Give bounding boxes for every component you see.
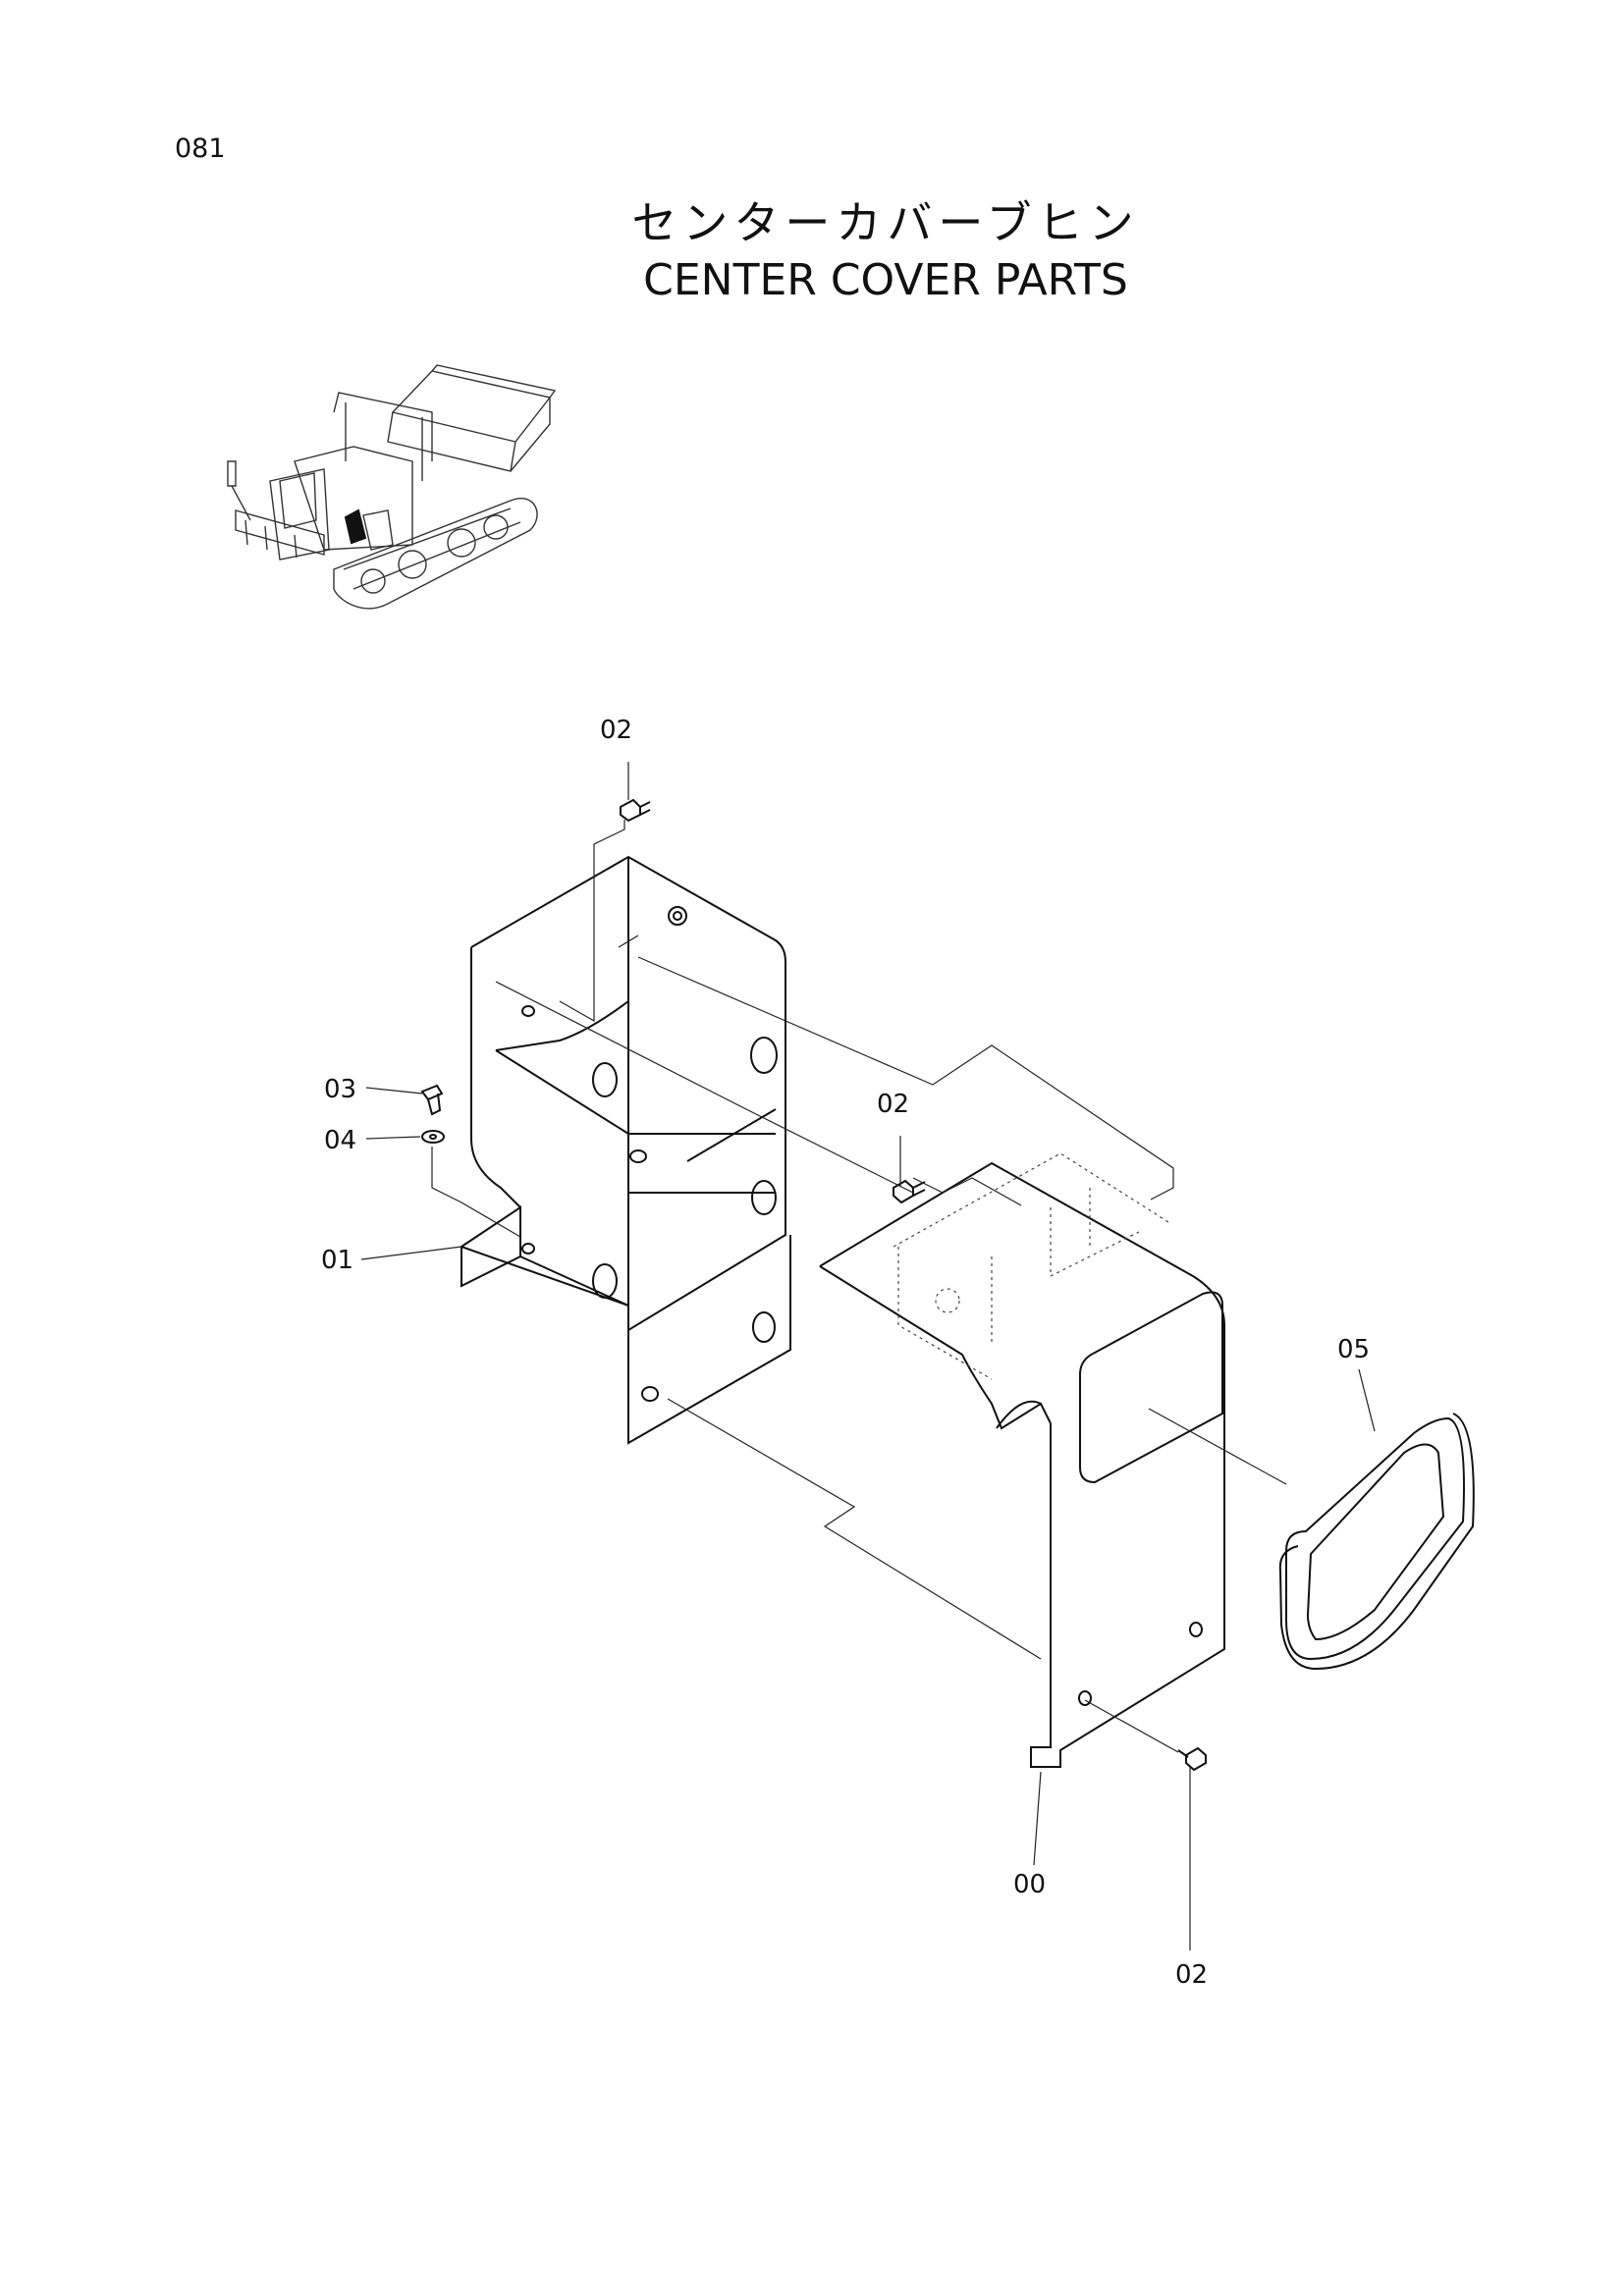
callout-01: 01 [321, 1246, 353, 1275]
part-02-bolt-top [620, 798, 651, 823]
title-japanese: センターカバーブヒン [631, 196, 1140, 249]
callout-03: 03 [324, 1075, 356, 1104]
part-03-bolt [420, 1084, 444, 1116]
part-01-left-cover [460, 855, 791, 1445]
callout-02-bottom: 02 [1175, 1960, 1208, 1990]
part-00-center-cover [819, 1152, 1225, 1768]
title-english: CENTER COVER PARTS [643, 255, 1128, 305]
title-block: センターカバーブヒン CENTER COVER PARTS [0, 194, 1624, 310]
callout-05: 05 [1337, 1335, 1370, 1364]
part-02-bolt-middle [893, 1179, 926, 1204]
crawler-carrier-illustration [227, 364, 557, 610]
callout-02-top: 02 [600, 716, 632, 745]
part-02-bolt-bottom [1177, 1746, 1207, 1772]
part-04-washer [421, 1130, 445, 1144]
leader-lines [360, 762, 1376, 1950]
page-number: 081 [175, 133, 226, 164]
callout-02-middle: 02 [877, 1090, 909, 1119]
callout-04: 04 [324, 1126, 356, 1155]
part-05-window-seal [1278, 1413, 1475, 1671]
callout-00: 00 [1013, 1870, 1046, 1899]
assembly-guide-lines [431, 820, 1287, 1753]
